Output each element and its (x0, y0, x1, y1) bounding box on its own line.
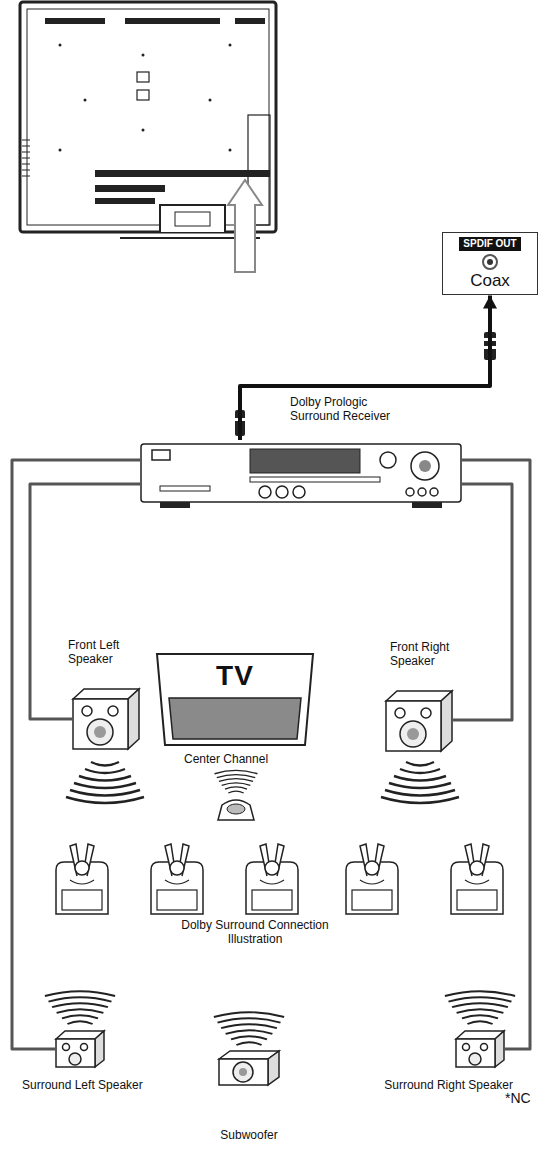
node-label: Dolby Prologic Surround Receiver (290, 395, 402, 424)
node-label: Front Right Speaker (390, 640, 470, 669)
center-speaker: Center Channel (212, 795, 260, 821)
tv-back-panel (20, 2, 276, 272)
front-speaker: Front Right Speaker (385, 690, 453, 750)
surround-speaker: Surround Right Speaker (455, 1030, 505, 1068)
node-label: Center Channel (184, 752, 288, 766)
speaker-wire (12, 460, 140, 1049)
subwoofer-shape (218, 1050, 280, 1086)
receiver: Dolby Prologic Surround Receiver (140, 440, 462, 510)
connector-line (12, 460, 140, 1049)
listener-seats (56, 844, 503, 914)
coax-cable (240, 295, 497, 440)
receiver-shape (140, 440, 462, 510)
note-mark: *NC (505, 1090, 539, 1107)
node-sublabel: Coax (447, 271, 533, 291)
surround-speaker-shape (55, 1030, 105, 1068)
connector-line (240, 295, 490, 440)
node-label: Subwoofer (204, 1128, 294, 1142)
surround-speaker-shape (455, 1030, 505, 1068)
speaker-wire (30, 484, 140, 719)
front-speaker-shape (72, 688, 140, 750)
tv-box: TV (155, 652, 315, 747)
connector-line (453, 484, 512, 720)
speaker-wire (453, 484, 512, 720)
connector-line (462, 460, 530, 1049)
node-label: Front Left Speaker (68, 638, 148, 667)
center-speaker-shape (212, 795, 260, 821)
surround-speaker: Surround Left Speaker (55, 1030, 105, 1068)
note-mark-holder: *NC (505, 1090, 539, 1107)
connector-line (30, 484, 140, 719)
node-label: Surround Right Speaker (363, 1078, 513, 1092)
front-speaker: Front Left Speaker (72, 688, 140, 750)
subwoofer: Subwoofer (218, 1050, 280, 1086)
coax-jack (480, 253, 500, 271)
arrow-head (483, 295, 497, 308)
speaker-wire (462, 460, 530, 1049)
sound-waves (45, 762, 515, 1045)
illustration-caption: Dolby Surround Connection Illustration (165, 918, 345, 947)
node-label: SPDIF OUT (459, 237, 520, 251)
spdif-jack-panel: SPDIF OUT Coax (442, 232, 538, 295)
node-label: TV (155, 652, 315, 693)
front-speaker-shape (385, 690, 453, 750)
node-label: Surround Left Speaker (22, 1078, 172, 1092)
illustration-caption-holder: Dolby Surround Connection Illustration (165, 918, 345, 947)
